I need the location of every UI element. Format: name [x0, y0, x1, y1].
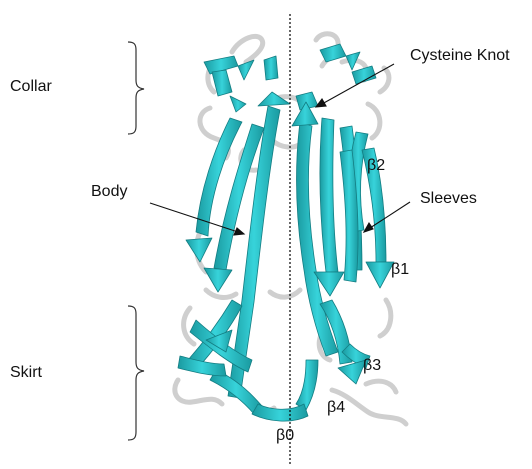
sleeves-arrow [364, 202, 410, 232]
strand-label-beta0: β0 [276, 428, 294, 444]
sleeves-label: Sleeves [420, 191, 477, 207]
skirt-brace [128, 306, 144, 440]
cysteine-knot-label: Cysteine Knot [410, 48, 510, 64]
strand-label-beta4: β4 [327, 400, 345, 416]
cysteine-knot-arrow [316, 64, 394, 107]
strand-label-beta3: β3 [363, 358, 381, 374]
strand-label-beta1: β1 [391, 262, 409, 278]
collar-label: Collar [10, 79, 52, 95]
collar-brace [128, 42, 144, 134]
body-label: Body [91, 184, 127, 200]
skirt-label: Skirt [10, 365, 42, 381]
beta-sheet-ribbons [178, 44, 394, 421]
strand-label-beta2: β2 [367, 158, 385, 174]
